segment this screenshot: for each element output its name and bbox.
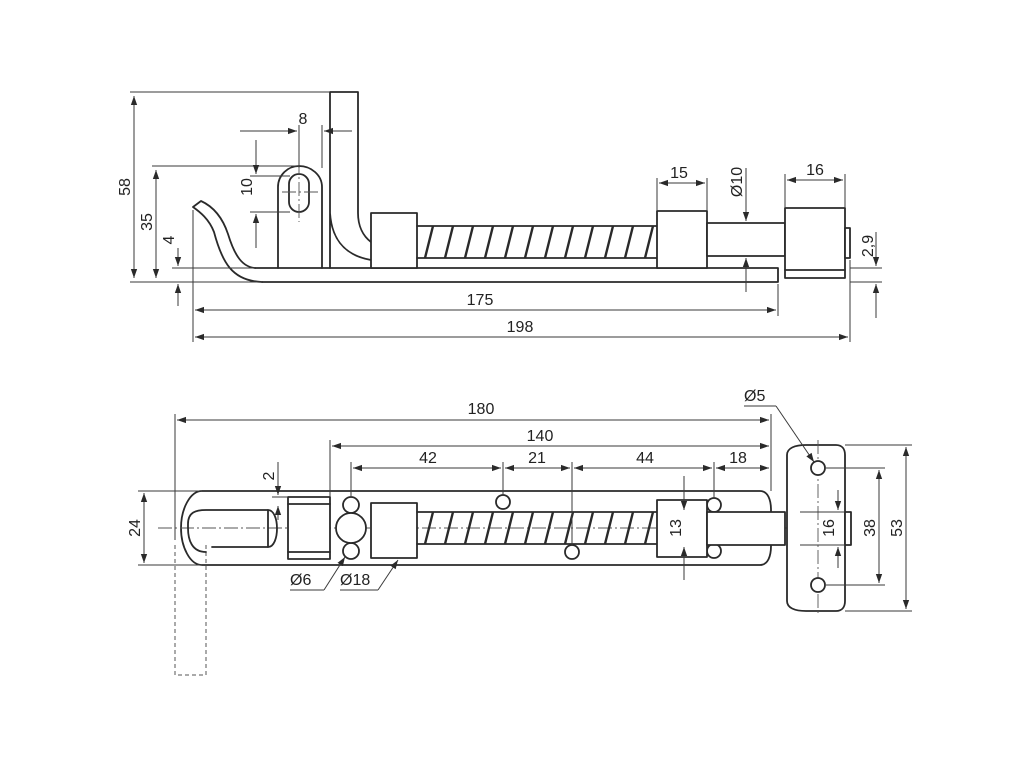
spring [423,225,655,259]
dim-18: 18 [729,450,747,467]
dim-44: 44 [636,450,654,467]
mount-hole-3 [706,497,722,513]
dim-8: 8 [299,111,308,128]
dim-dia-6: Ø6 [290,572,311,589]
guide-block [656,210,708,269]
guide-bracket [277,165,323,269]
dim-53: 53 [889,519,906,537]
pin-bottom [342,542,360,560]
mount-hole-4 [706,543,722,559]
dim-180: 180 [468,401,495,418]
dim-16-side: 16 [806,162,824,179]
hook-rod [187,509,278,553]
dim-10: 10 [239,178,256,196]
dim-38: 38 [862,519,879,537]
base-plate-top [180,490,772,566]
keeper-lip [844,227,851,259]
bolt-shaft-top [706,511,786,546]
dim-21: 21 [528,450,546,467]
collar-top [370,502,418,559]
spring-top [423,511,655,545]
keeper-hole-bottom [810,577,826,593]
dim-13: 13 [668,519,685,537]
pin-top [342,496,360,514]
dim-58: 58 [117,178,134,196]
keeper-hole-top [810,460,826,476]
dim-16-top: 16 [821,519,838,537]
dim-dia-10: Ø10 [729,167,746,197]
top-view: 180 140 42 21 44 18 Ø5 2 24 Ø6 [127,388,912,676]
dim-4: 4 [161,235,178,244]
dim-35: 35 [139,213,156,231]
mount-hole-2 [564,544,580,560]
base-plate [254,267,779,283]
keeper [784,207,846,279]
bolt-handle [329,91,372,269]
guide-block-top [287,496,331,560]
dim-2-9: 2,9 [860,235,877,257]
keeper-plate [786,444,846,612]
dim-2: 2 [261,471,278,480]
side-view: 58 35 4 10 8 15 Ø10 [117,91,882,342]
collar [370,212,418,269]
mount-hole-1 [495,494,511,510]
dim-15: 15 [670,165,688,182]
dim-dia-18: Ø18 [340,572,370,589]
dim-175: 175 [467,292,494,309]
dim-42: 42 [419,450,437,467]
dim-198: 198 [507,319,534,336]
dim-140: 140 [527,428,554,445]
bolt-shaft [706,222,786,257]
hook-handle [192,200,263,283]
hook-hidden [174,545,207,676]
dim-dia-5: Ø5 [744,388,765,405]
collar-round [335,512,367,544]
dim-24: 24 [127,519,144,537]
